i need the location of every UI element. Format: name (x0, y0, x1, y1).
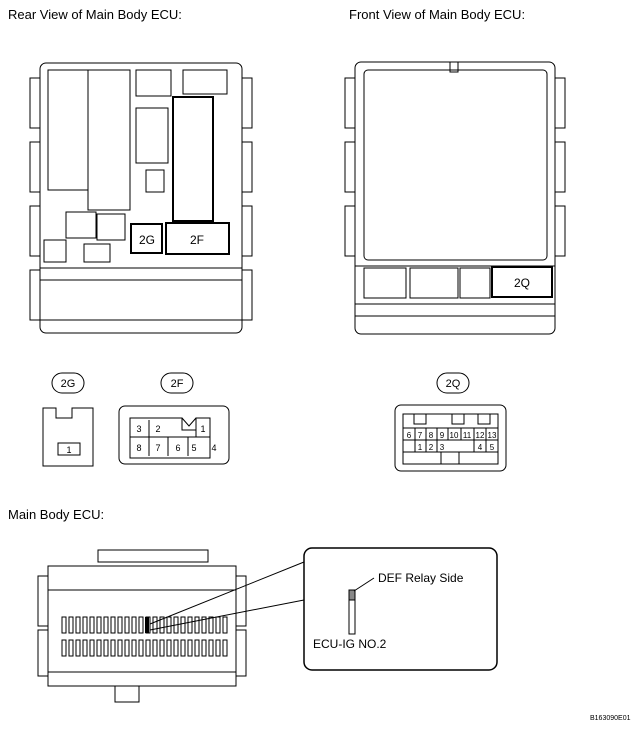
ecu-terminal-slot (124, 616, 130, 634)
ecu-terminal-slot (96, 639, 102, 657)
pin-2q-6: 6 (407, 431, 412, 440)
pin-2f-5: 5 (191, 443, 196, 453)
ecu-terminal-slot (61, 616, 67, 634)
pin-2q-1: 1 (418, 443, 423, 452)
ecu-terminal-slot (96, 616, 102, 634)
pin-2f-8: 8 (136, 443, 141, 453)
figure-code: B163090E01 (590, 715, 631, 722)
main-body-heading: Main Body ECU: (8, 507, 105, 522)
ecu-terminal-slot (131, 616, 137, 634)
pin-2f-7: 7 (155, 443, 160, 453)
connector-2f-tag: 2F (171, 378, 184, 390)
ecu-terminal-slot (61, 639, 67, 657)
ecu-terminal-slot (103, 639, 109, 657)
ecu-slots-bottom (61, 639, 228, 657)
connector-2g-pin: 1 (66, 445, 71, 455)
ecu-terminal-slot (222, 639, 228, 657)
main-body-ecu (37, 549, 247, 703)
connector-2q: 2Q 6 7 8 9 10 11 12 13 (394, 372, 507, 472)
ecu-terminal-slot (145, 639, 151, 657)
pin-2f-3: 3 (136, 424, 141, 434)
ecu-terminal-slot (201, 616, 207, 634)
ecu-terminal-slot (68, 639, 74, 657)
ecu-terminal-slot (159, 639, 165, 657)
pin-2q-4: 4 (478, 443, 483, 452)
ecu-terminal-slot (131, 639, 137, 657)
rear-2g-label: 2G (139, 233, 155, 247)
pin-2f-6: 6 (175, 443, 180, 453)
connector-2f: 2F 3 2 1 8 7 6 5 4 (118, 372, 230, 465)
ecu-terminal-slot (187, 616, 193, 634)
ecu-terminal-slot (110, 616, 116, 634)
pin-2f-2: 2 (155, 424, 160, 434)
highlighted-terminal (145, 617, 149, 633)
ecu-terminal-slot (222, 616, 228, 634)
ecu-terminal-slot (159, 616, 165, 634)
ecu-terminal-slot (138, 616, 144, 634)
front-view-heading: Front View of Main Body ECU: (349, 7, 526, 22)
connector-2q-tag: 2Q (446, 378, 461, 390)
pins-2q-bottom (403, 440, 498, 453)
ecu-terminal-slot (68, 616, 74, 634)
callout-def-relay-side: DEF Relay Side (378, 571, 464, 585)
ecu-terminal-slot (124, 639, 130, 657)
ecu-terminal-slot (117, 616, 123, 634)
ecu-terminal-slot (180, 616, 186, 634)
ecu-terminal-slot (166, 616, 172, 634)
callout-ecu-ig-no2: ECU-IG NO.2 (313, 637, 387, 651)
ecu-terminal-slot (110, 639, 116, 657)
connector-2g: 2G 1 (42, 372, 94, 467)
pins-2q-top (403, 427, 498, 440)
pin-2q-3: 3 (440, 443, 445, 452)
ecu-terminal-slot (82, 639, 88, 657)
ecu-terminal-slot (215, 639, 221, 657)
ecu-terminal-slot (208, 616, 214, 634)
ecu-terminal-slot (194, 616, 200, 634)
front-2q-label: 2Q (514, 276, 530, 290)
pin-2q-10: 10 (450, 431, 459, 440)
ecu-terminal-slot (82, 616, 88, 634)
ecu-terminal-slot (194, 639, 200, 657)
ecu-terminal-slot (75, 639, 81, 657)
pin-2q-5: 5 (490, 443, 495, 452)
ecu-terminal-slot (173, 639, 179, 657)
ecu-terminal-slot (166, 639, 172, 657)
ecu-terminal-slot (103, 616, 109, 634)
pin-2q-9: 9 (440, 431, 445, 440)
ecu-terminal-slot (89, 616, 95, 634)
rear-view-ecu: 2G 2F (29, 62, 253, 334)
ecu-terminal-slot (152, 616, 158, 634)
rear-view-heading: Rear View of Main Body ECU: (8, 7, 182, 22)
ecu-terminal-slot (89, 639, 95, 657)
pin-2q-12: 12 (476, 431, 485, 440)
ecu-terminal-slot (208, 639, 214, 657)
pin-2q-8: 8 (429, 431, 434, 440)
pin-2q-13: 13 (488, 431, 497, 440)
ecu-slots-top (61, 616, 228, 634)
callout-box: DEF Relay Side ECU-IG NO.2 (303, 547, 498, 671)
pin-2f-1: 1 (200, 424, 205, 434)
ecu-terminal-slot (215, 616, 221, 634)
connector-2g-tag: 2G (61, 378, 76, 390)
ecu-terminal-slot (187, 639, 193, 657)
callout-leader (149, 561, 305, 631)
pin-2q-2: 2 (429, 443, 434, 452)
ecu-terminal-slot (117, 639, 123, 657)
rear-2f-label: 2F (190, 233, 204, 247)
ecu-terminal-slot (152, 639, 158, 657)
pin-2q-7: 7 (418, 431, 423, 440)
front-view-ecu: 2Q (344, 61, 566, 335)
ecu-terminal-slot (201, 639, 207, 657)
pin-2f-4: 4 (211, 443, 216, 453)
ecu-terminal-slot (138, 639, 144, 657)
ecu-terminal-slot (75, 616, 81, 634)
ecu-terminal-slot (180, 639, 186, 657)
pin-2q-11: 11 (463, 431, 472, 440)
